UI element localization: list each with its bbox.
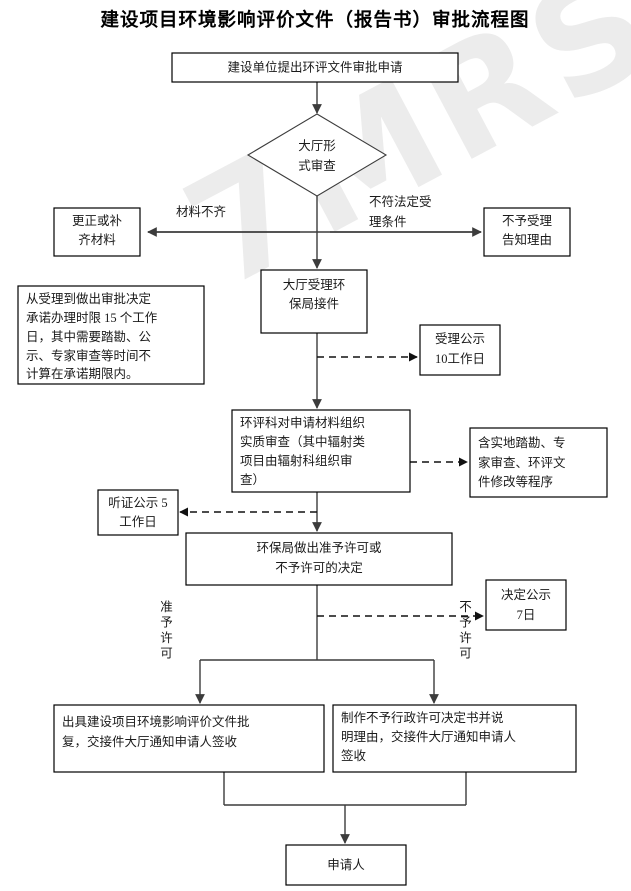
node-substantive-review-line-4: 查） (240, 473, 265, 487)
watermark: 7MRS (160, 0, 631, 322)
node-apply: 建设单位提出环评文件审批申请 (171, 52, 459, 83)
connectors (147, 82, 484, 844)
node-reject-doc: 制作不予行政许可决定书并说 明理由，交接件大厅通知申请人 签收 (332, 704, 577, 773)
node-decision-label-1: 环保局做出准予许可或 (256, 540, 382, 555)
node-decision-publicity-box (485, 579, 567, 631)
watermark-text: 7MRS (160, 0, 631, 322)
node-reject-doc-line-2: 明理由，交接件大厅通知申请人 (341, 729, 517, 744)
node-hall-accept-label-1: 大厅受理环 (283, 278, 346, 292)
node-approve-doc-line-1: 出具建设项目环境影响评价文件批 (62, 714, 250, 729)
node-note-term-line-4: 示、专家审查等时间不 (26, 348, 151, 363)
node-reject-doc-box (332, 704, 577, 773)
node-hearing-publicity: 听证公示 5 工作日 (97, 489, 179, 536)
node-reject-accept-label-2: 告知理由 (502, 233, 552, 247)
node-reject-accept-box (483, 207, 571, 257)
node-review-shape (246, 113, 388, 197)
node-hearing-publicity-label-2: 工作日 (119, 515, 157, 529)
node-review-note-box (469, 427, 608, 498)
node-hall-accept: 大厅受理环 保局接件 (260, 269, 368, 334)
edge-label-material-incomplete: 材料不齐 (176, 204, 227, 219)
node-review-note-line-3: 件修改等程序 (478, 474, 553, 489)
node-decision-publicity-label-2: 7日 (517, 608, 536, 622)
node-reject-doc-line-3: 签收 (341, 748, 367, 763)
node-substantive-review-box (231, 409, 411, 493)
node-apply-box (171, 52, 459, 83)
node-apply-label: 建设单位提出环评文件审批申请 (227, 59, 402, 74)
node-note-term-line-1: 从受理到做出审批决定 (26, 291, 151, 306)
node-substantive-review: 环评科对申请材料组织 实质审查（其中辐射类 项目由辐射科组织审 查） (231, 409, 411, 493)
node-fix-material: 更正或补 齐材料 (53, 207, 141, 257)
node-decision-publicity-label-1: 决定公示 (501, 587, 551, 602)
node-accept-publicity-box (419, 324, 501, 376)
node-note-term: 从受理到做出审批决定 承诺办理时限 15 个工作 日，其中需要踏勘、公 示、专家… (17, 285, 205, 385)
node-fix-material-box (53, 207, 141, 257)
node-approve-doc-line-2: 复，交接件大厅通知申请人签收 (62, 734, 238, 749)
node-review-label-1: 大厅形 (298, 139, 336, 153)
node-fix-material-label-2: 齐材料 (78, 232, 116, 247)
node-decision: 环保局做出准予许可或 不予许可的决定 (185, 532, 453, 586)
node-hearing-publicity-box (97, 489, 179, 536)
node-decision-label-2: 不予许可的决定 (275, 560, 363, 575)
edge-label-approve-permit: 准予许可 (158, 600, 172, 662)
page-title: 建设项目环境影响评价文件（报告书）审批流程图 (100, 9, 529, 31)
node-accept-publicity: 受理公示 10工作日 (419, 324, 501, 376)
node-fix-material-label-1: 更正或补 (72, 213, 123, 228)
node-review-note-line-1: 含实地踏勘、专 (478, 435, 566, 450)
node-applicant-label: 申请人 (327, 858, 365, 872)
node-substantive-review-line-2: 实质审查（其中辐射类 (240, 434, 366, 449)
edge-label-deny-permit: 不予许可 (457, 600, 471, 662)
node-decision-box (185, 532, 453, 586)
node-reject-doc-line-1: 制作不予行政许可决定书并说 (341, 710, 504, 725)
node-hearing-publicity-label-1: 听证公示 5 (108, 496, 167, 510)
node-reject-accept-label-1: 不予受理 (502, 214, 553, 228)
node-note-term-box (17, 285, 205, 385)
node-reject-accept: 不予受理 告知理由 (483, 207, 571, 257)
node-note-term-line-3: 日，其中需要踏勘、公 (26, 329, 152, 344)
node-note-term-line-2: 承诺办理时限 15 个工作 (26, 310, 158, 325)
node-accept-publicity-label-2: 10工作日 (435, 352, 485, 366)
node-accept-publicity-label-1: 受理公示 (435, 332, 485, 346)
node-hall-accept-label-2: 保局接件 (289, 296, 339, 311)
node-review: 大厅形 式审查 (246, 113, 388, 197)
node-applicant: 申请人 (285, 844, 407, 886)
node-approve-doc: 出具建设项目环境影响评价文件批 复，交接件大厅通知申请人签收 (53, 704, 325, 773)
node-applicant-box (285, 844, 407, 886)
node-hall-accept-box (260, 269, 368, 334)
node-substantive-review-line-3: 项目由辐射科组织审 (240, 453, 353, 468)
edge-label-not-legal-1: 不符法定受 (369, 194, 432, 209)
node-review-label-2: 式审查 (298, 158, 336, 173)
node-note-term-line-5: 计算在承诺期限内。 (26, 366, 139, 381)
node-review-note-line-2: 家审查、环评文 (478, 455, 566, 470)
edge-label-not-legal-2: 理条件 (369, 215, 407, 229)
node-decision-publicity: 决定公示 7日 (485, 579, 567, 631)
node-approve-doc-box (53, 704, 325, 773)
node-substantive-review-line-1: 环评科对申请材料组织 (240, 416, 365, 430)
node-review-note: 含实地踏勘、专 家审查、环评文 件修改等程序 (469, 427, 608, 498)
